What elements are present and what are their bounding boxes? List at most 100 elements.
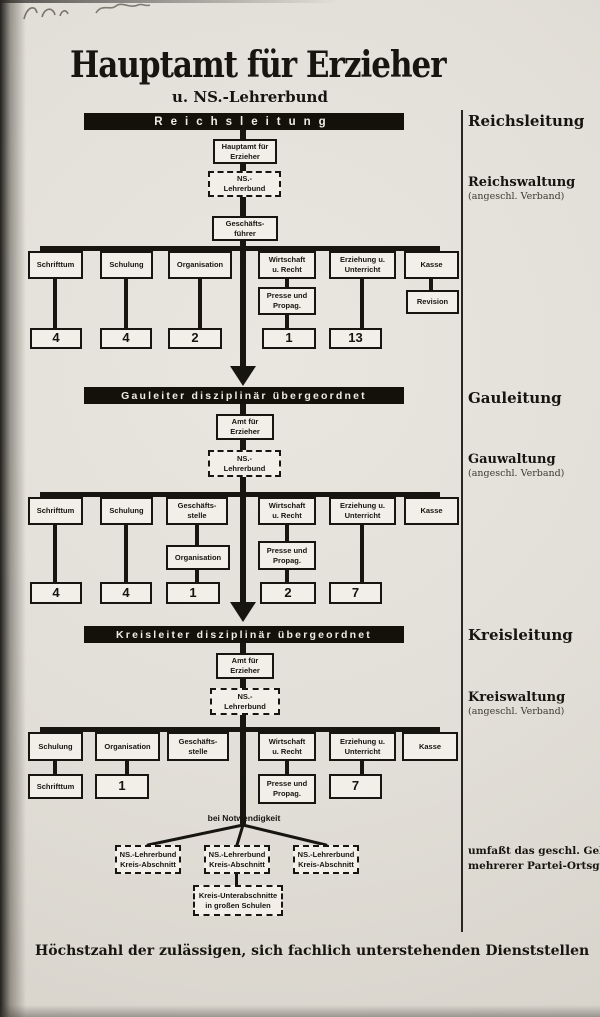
connector (360, 525, 364, 582)
connector (53, 761, 57, 774)
reich-count-schrifttum: 4 (30, 328, 82, 349)
spine-gau (240, 404, 246, 604)
connector-dashed (235, 874, 238, 885)
reich-count-wirtschaft: 1 (262, 328, 316, 349)
connector (195, 525, 199, 545)
page-title: Hauptamt für Erzieher (70, 44, 447, 87)
arrow-down-gau-to-kreis (230, 602, 256, 622)
gau-dept-schulung: Schulung (100, 497, 153, 525)
note-bei-notwendigkeit: bei Notwendigkeit (207, 813, 281, 823)
kreis-dept-schulung: Schulung (28, 732, 83, 761)
gau-sub-organisation: Organisation (166, 545, 230, 570)
scan-shadow-top (0, 0, 340, 3)
connector (360, 761, 364, 774)
connector (124, 525, 128, 582)
box-ns-lehrerbund-gau: NS.- Lehrerbund (208, 450, 281, 477)
connector (360, 279, 364, 328)
reich-dept-organisation: Organisation (168, 251, 232, 279)
connector (429, 279, 433, 290)
gau-count-schulung: 4 (100, 582, 152, 604)
box-kreis-abschnitt-2: NS.-Lehrerbund Kreis-Abschnitt (204, 845, 270, 874)
scan-shadow-bottom (0, 1005, 600, 1017)
margin-divider-line (461, 110, 463, 932)
connector (53, 279, 57, 328)
connector (285, 315, 289, 328)
reich-sub-presse-propaganda: Presse und Propag. (258, 287, 316, 315)
margin-label-kreisleitung: Kreisleitung (468, 626, 573, 644)
margin-label-gauleitung: Gauleitung (468, 389, 562, 407)
margin-note-line2: mehrerer Partei-Ortsgruppen (468, 860, 600, 872)
kreis-sub-schrifttum: Schrifttum (28, 774, 83, 799)
reich-count-schulung: 4 (100, 328, 152, 349)
box-hauptamt-fuer-erzieher: Hauptamt für Erzieher (213, 139, 277, 164)
gau-dept-schrifttum: Schrifttum (28, 497, 83, 525)
kreis-sub-presse-propaganda: Presse und Propag. (258, 774, 316, 804)
margin-note-line1: umfaßt das geschl. Gebiet (468, 845, 600, 857)
box-amt-fuer-erzieher-kreis: Amt für Erzieher (216, 653, 274, 679)
box-ns-lehrerbund-reich: NS.- Lehrerbund (208, 171, 281, 197)
box-amt-fuer-erzieher-gau: Amt für Erzieher (216, 414, 274, 440)
gau-dept-erziehung-unterricht: Erziehung u. Unterricht (329, 497, 396, 525)
connector (124, 279, 128, 328)
scan-shadow-left (0, 0, 26, 1017)
connector (285, 279, 289, 287)
connector-gau-row (40, 492, 440, 497)
reich-count-erziehung: 13 (329, 328, 382, 349)
reich-count-organisation: 2 (168, 328, 222, 349)
footer-caption: Höchstzahl der zulässigen, sich fachlich… (35, 943, 590, 959)
kreis-dept-wirtschaft-recht: Wirtschaft u. Recht (258, 732, 316, 761)
connector (285, 525, 289, 541)
gau-dept-geschaeftsstelle: Geschäfts- stelle (166, 497, 228, 525)
box-ns-lehrerbund-kreis: NS.- Lehrerbund (210, 688, 280, 715)
gau-count-geschaeftsstelle: 1 (166, 582, 220, 604)
connector-reich-row (40, 246, 440, 251)
margin-label-reichswaltung: Reichswaltung (468, 175, 576, 190)
kreis-dept-kasse: Kasse (402, 732, 458, 761)
margin-label-gauwaltung-sub: (angeschl. Verband) (468, 468, 565, 479)
connector-kreis-row (40, 727, 440, 732)
margin-label-reichswaltung-sub: (angeschl. Verband) (468, 191, 565, 202)
reich-dept-kasse: Kasse (404, 251, 459, 279)
gau-sub-presse-propaganda: Presse und Propag. (258, 541, 316, 570)
margin-label-kreiswaltung: Kreiswaltung (468, 690, 566, 705)
gau-count-wirtschaft: 2 (260, 582, 316, 604)
gau-count-erziehung: 7 (329, 582, 382, 604)
box-kreis-abschnitt-3: NS.-Lehrerbund Kreis-Abschnitt (293, 845, 359, 874)
connector (125, 761, 129, 774)
reich-dept-wirtschaft-recht: Wirtschaft u. Recht (258, 251, 316, 279)
banner-kreisleiter: Kreisleiter disziplinär übergeordnet (84, 626, 404, 643)
connector (198, 279, 202, 328)
page-subtitle: u. NS.-Lehrerbund (172, 88, 328, 106)
connector (53, 525, 57, 582)
kreis-count-organisation: 1 (95, 774, 149, 799)
spine-kreis (240, 643, 246, 826)
gau-dept-wirtschaft-recht: Wirtschaft u. Recht (258, 497, 316, 525)
connector (195, 570, 199, 582)
connector (285, 570, 289, 582)
box-geschaeftsfuehrer: Geschäfts- führer (212, 216, 278, 241)
margin-label-gauwaltung: Gauwaltung (468, 452, 556, 467)
kreis-dept-erziehung-unterricht: Erziehung u. Unterricht (329, 732, 396, 761)
box-kreis-abschnitt-1: NS.-Lehrerbund Kreis-Abschnitt (115, 845, 181, 874)
margin-label-kreiswaltung-sub: (angeschl. Verband) (468, 706, 565, 717)
splay-connectors (146, 824, 328, 846)
margin-label-reichsleitung: Reichsleitung (468, 112, 585, 130)
banner-reichsleitung-label: Reichsleitung (154, 115, 334, 128)
reich-dept-erziehung-unterricht: Erziehung u. Unterricht (329, 251, 396, 279)
banner-reichsleitung: Reichsleitung (84, 113, 404, 130)
gau-dept-kasse: Kasse (404, 497, 459, 525)
connector (285, 761, 289, 774)
kreis-dept-organisation: Organisation (95, 732, 160, 761)
banner-kreisleiter-label: Kreisleiter disziplinär übergeordnet (116, 628, 372, 641)
reich-sub-revision: Revision (406, 290, 459, 314)
kreis-count-erziehung: 7 (329, 774, 382, 799)
kreis-dept-geschaeftsstelle: Geschäfts- stelle (167, 732, 229, 761)
banner-gauleiter-label: Gauleiter disziplinär übergeordnet (121, 389, 367, 402)
box-kreis-unterabschnitte: Kreis-Unterabschnitte in großen Schulen (193, 885, 283, 916)
arrow-down-reich-to-gau (230, 366, 256, 386)
reich-dept-schulung: Schulung (100, 251, 153, 279)
reich-dept-schrifttum: Schrifttum (28, 251, 83, 279)
banner-gauleiter: Gauleiter disziplinär übergeordnet (84, 387, 404, 404)
gau-count-schrifttum: 4 (30, 582, 82, 604)
